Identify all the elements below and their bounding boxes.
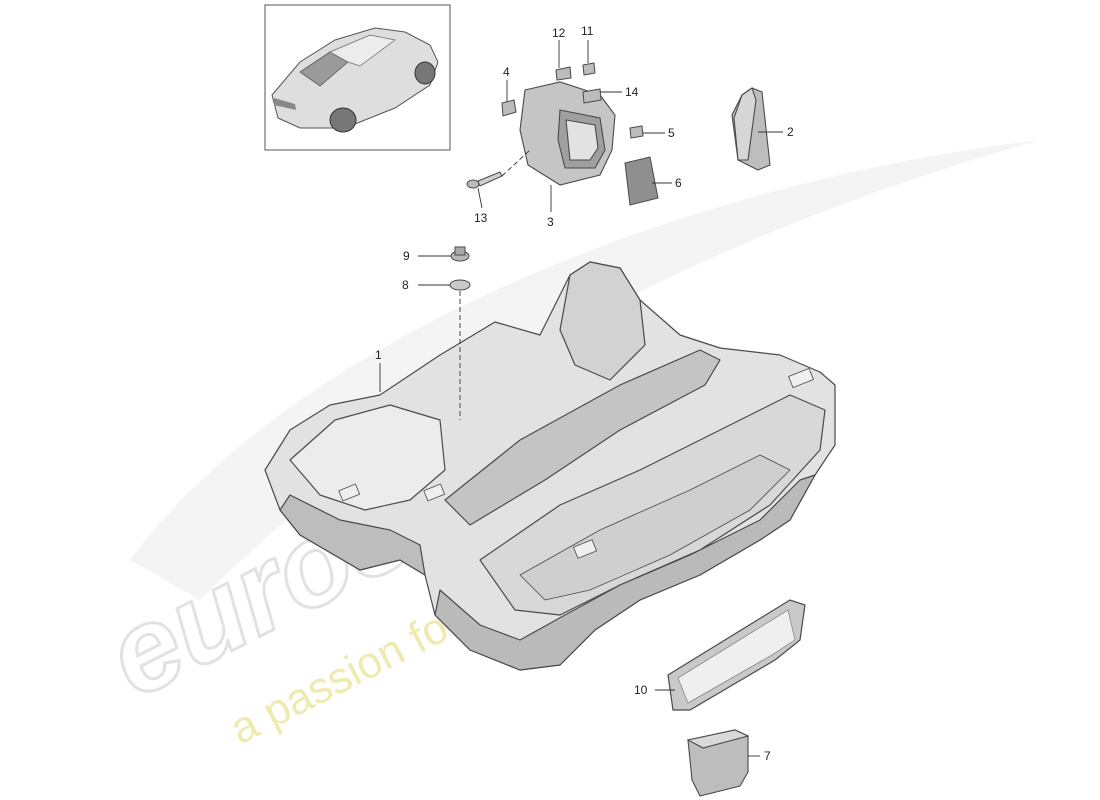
part-7-storage-box <box>686 729 750 797</box>
floor-covering-patch-d <box>788 367 814 389</box>
callout-1: 1 <box>375 348 382 362</box>
callout-9: 9 <box>403 249 410 263</box>
floor-covering-right-well-floor <box>519 454 791 601</box>
callout-8: 8 <box>402 278 409 292</box>
callout-11: 11 <box>581 24 594 38</box>
callout-5: 5 <box>668 126 675 140</box>
callout-numbers: 1 2 3 4 5 6 7 8 9 10 11 12 13 14 <box>375 24 794 763</box>
part-10-net <box>667 599 806 711</box>
floor-covering-front-edge <box>434 474 816 671</box>
car-roof <box>329 34 396 67</box>
callout-10: 10 <box>634 683 648 697</box>
callout-14: 14 <box>625 85 639 99</box>
floor-covering-rear-tunnel <box>559 261 646 381</box>
part-8-nut <box>449 279 471 291</box>
car-body <box>271 27 439 129</box>
callout-6: 6 <box>675 176 682 190</box>
floor-covering-center-tunnel <box>444 349 721 526</box>
floor-covering-left-edge <box>279 494 426 576</box>
car-taillight <box>274 98 296 110</box>
leader-lines <box>379 40 783 757</box>
part-6-cover-plate <box>624 156 659 206</box>
part-2-trim-strip <box>731 87 771 171</box>
callout-7: 7 <box>764 749 771 763</box>
callout-13: 13 <box>474 211 488 225</box>
part-4-bracket <box>501 99 517 117</box>
callout-12: 12 <box>552 26 566 40</box>
floor-covering-patch-b <box>423 483 445 502</box>
vehicle-thumbnail <box>264 4 451 151</box>
part-14-clip <box>582 88 602 104</box>
callout-3: 3 <box>547 215 554 229</box>
floor-covering-left-well <box>289 404 446 511</box>
car-rear-wheel <box>329 107 357 133</box>
watermark-swoosh <box>130 140 1040 600</box>
car-front-wheel <box>414 61 436 85</box>
callout-4: 4 <box>503 65 510 79</box>
floor-covering-patch-a <box>573 539 597 559</box>
part-5-clip <box>629 125 644 139</box>
part-13-screw <box>466 171 503 189</box>
part-9-clip <box>450 246 470 262</box>
part-3-trim-panel <box>519 81 616 186</box>
callout-2: 2 <box>787 125 794 139</box>
part-12-clip <box>555 66 572 81</box>
part-11-clip <box>582 62 596 76</box>
part-1-floor-covering <box>264 261 836 671</box>
floor-covering-patch-c <box>338 483 360 502</box>
